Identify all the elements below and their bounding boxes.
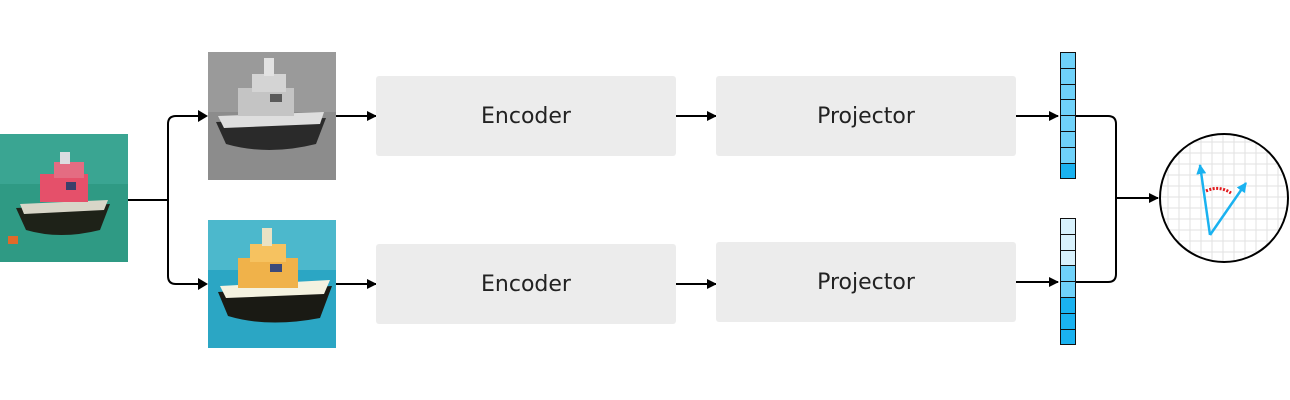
projector-label: Projector (817, 269, 915, 295)
angle-arc (1205, 186, 1232, 195)
vector-cell (1060, 52, 1076, 69)
vector-cell (1060, 313, 1076, 330)
projector-bottom: Projector (716, 242, 1016, 322)
vector-cell (1060, 218, 1076, 235)
vector-cell (1060, 147, 1076, 164)
input-image (0, 134, 128, 262)
vector-cell (1060, 68, 1076, 85)
projector-top: Projector (716, 76, 1016, 156)
vector-cell (1060, 297, 1076, 314)
vector-cell (1060, 282, 1076, 298)
vector-arrow (1208, 182, 1248, 236)
vector-arrow (1196, 164, 1212, 236)
vector-cell (1060, 100, 1076, 117)
encoder-label: Encoder (481, 271, 571, 297)
encoder-top: Encoder (376, 76, 676, 156)
vector-cell (1060, 266, 1076, 283)
vector-cell (1060, 84, 1076, 101)
augmented-view-grayscale (208, 52, 336, 180)
vector-cell (1060, 250, 1076, 267)
vector-cell (1060, 163, 1076, 180)
vector-cell (1060, 131, 1076, 148)
projector-label: Projector (817, 103, 915, 129)
vector-cell (1060, 234, 1076, 251)
embedding-vector-bottom (1060, 218, 1076, 346)
vector-cell (1060, 329, 1076, 346)
vector-cell (1060, 116, 1076, 132)
encoder-label: Encoder (481, 103, 571, 129)
augmented-view-color (208, 220, 336, 348)
cosine-similarity-icon (1159, 133, 1289, 263)
encoder-bottom: Encoder (376, 244, 676, 324)
embedding-vector-top (1060, 52, 1076, 180)
